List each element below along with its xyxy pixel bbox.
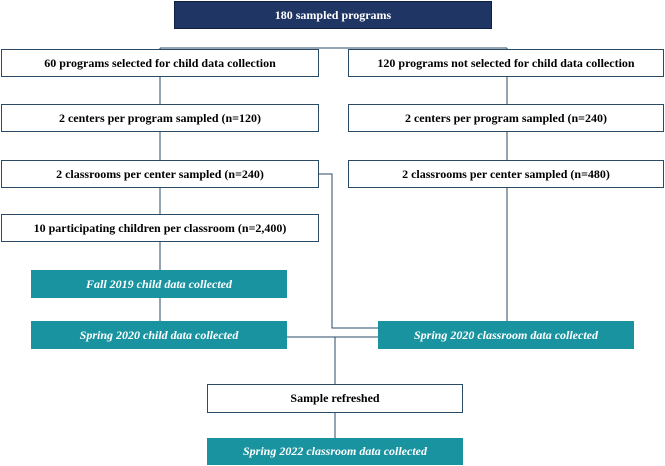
box-right-classrooms: 2 classrooms per center sampled (n=480) — [348, 160, 664, 188]
box-spring-2020-child-data: Spring 2020 child data collected — [31, 321, 287, 349]
box-left-classrooms: 2 classrooms per center sampled (n=240) — [1, 160, 319, 188]
box-fall-2019-child-data: Fall 2019 child data collected — [31, 270, 287, 298]
box-spring-2022-classroom-data: Spring 2022 classroom data collected — [207, 438, 463, 465]
box-right-centers: 2 centers per program sampled (n=240) — [348, 104, 664, 132]
box-not-selected-programs: 120 programs not selected for child data… — [348, 49, 664, 77]
box-spring-2020-classroom-data: Spring 2020 classroom data collected — [378, 321, 634, 349]
box-left-centers: 2 centers per program sampled (n=120) — [1, 104, 319, 132]
classroom-elbow-line — [318, 173, 378, 329]
box-participating-children: 10 participating children per classroom … — [1, 214, 319, 242]
box-sample-refreshed: Sample refreshed — [207, 384, 463, 413]
top-box-sampled-programs: 180 sampled programs — [174, 1, 492, 29]
box-selected-programs: 60 programs selected for child data coll… — [1, 49, 319, 77]
